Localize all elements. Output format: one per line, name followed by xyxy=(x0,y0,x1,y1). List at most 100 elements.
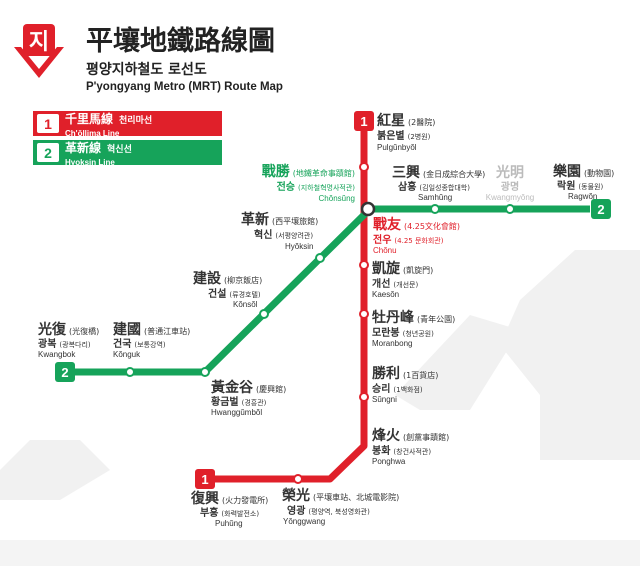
line-2-end-badge-left: 2 xyxy=(55,362,75,382)
station-dot-moranbong[interactable] xyxy=(359,309,369,319)
svg-text:Kwangmyŏng: Kwangmyŏng xyxy=(486,193,534,202)
svg-text:모란봉(청년공원): 모란봉(청년공원) xyxy=(372,327,434,339)
svg-text:樂園(動物園): 樂園(動物園) xyxy=(552,163,614,180)
svg-text:戰勝(地鐵革命事蹟館): 戰勝(地鐵革命事蹟館) xyxy=(262,163,355,180)
legend-line-2-hanja: 革新線 xyxy=(65,140,102,155)
station-dot-konguk[interactable] xyxy=(125,367,135,377)
station-label-jonsung: 戰勝(地鐵革命事蹟館) 전승(지하철혁명사적관) Chŏnsŭng xyxy=(262,163,356,203)
svg-text:Hyŏksin: Hyŏksin xyxy=(285,242,313,251)
svg-text:Samhŭng: Samhŭng xyxy=(418,193,452,202)
station-label-sungni: 勝利(1百貨店) 승리(1백화점) Sŭngni xyxy=(372,365,438,404)
bg-footer-band xyxy=(0,540,640,566)
svg-text:三興(金日成綜合大學): 三興(金日成綜合大學) xyxy=(392,165,485,181)
svg-text:황금벌(경흥관): 황금벌(경흥관) xyxy=(211,395,267,408)
station-label-ragwon: 樂園(動物園) 락원(동물원) Ragwŏn xyxy=(552,163,614,201)
station-label-puhung: 復興(火力發電所) 부흥(화력발전소) Puhŭng xyxy=(190,490,268,528)
svg-text:부흥(화력발전소): 부흥(화력발전소) xyxy=(200,506,259,519)
bg-shape-4 xyxy=(0,440,110,500)
svg-text:建國(普通江車站): 建國(普通江車站) xyxy=(113,321,190,338)
svg-text:1: 1 xyxy=(201,472,208,487)
svg-text:2: 2 xyxy=(61,365,68,380)
svg-text:락원(동물원): 락원(동물원) xyxy=(557,179,603,192)
svg-text:黃金谷(慶興館): 黃金谷(慶興館) xyxy=(210,379,286,396)
station-label-hwanggumbol: 黃金谷(慶興館) 황금벌(경흥관) Hwanggŭmbŏl xyxy=(210,379,286,417)
svg-text:Chŏnsŭng: Chŏnsŭng xyxy=(319,194,355,203)
station-label-jonu: 戰友(4.25文化會館) 전우(4.25 문화회관) Chŏnu xyxy=(373,216,460,255)
station-label-konsol: 建設(柳京飯店) 건설(류경호텔) Kŏnsŏl xyxy=(193,270,262,309)
svg-text:Sŭngni: Sŭngni xyxy=(372,395,397,404)
station-dot-hwanggumbol[interactable] xyxy=(200,367,210,377)
legend-line-2-korean: 혁신선 xyxy=(107,144,132,155)
subtitle-korean: 평양지하철도 로선도 xyxy=(86,61,207,78)
station-dot-hyoksin[interactable] xyxy=(315,253,325,263)
station-dot-hongsong[interactable] xyxy=(359,162,369,172)
svg-text:Kwangbok: Kwangbok xyxy=(38,350,76,359)
logo-glyph: 지 xyxy=(29,30,49,55)
svg-text:Kaesŏn: Kaesŏn xyxy=(372,290,399,299)
svg-text:광명: 광명 xyxy=(501,180,519,193)
svg-text:승리(1백화점): 승리(1백화점) xyxy=(372,382,423,395)
station-dot-yonggwang[interactable] xyxy=(293,474,303,484)
svg-text:개선(개선문): 개선(개선문) xyxy=(372,277,418,290)
svg-text:영광(평양역, 북성영화관): 영광(평양역, 북성영화관) xyxy=(287,504,370,517)
svg-text:전승(지하철혁명사적관): 전승(지하철혁명사적관) xyxy=(277,180,356,193)
svg-text:삼흥(김일성종합대학): 삼흥(김일성종합대학) xyxy=(398,180,470,193)
svg-text:Moranbong: Moranbong xyxy=(372,339,412,348)
svg-text:Chŏnu: Chŏnu xyxy=(373,246,397,255)
station-label-moranbong: 牡丹峰(青年公園) 모란봉(청년공원) Moranbong xyxy=(372,309,455,348)
svg-text:Pulgŭnbyŏl: Pulgŭnbyŏl xyxy=(377,143,417,152)
bg-shape-3 xyxy=(540,395,640,460)
subtitle-english: P'yongyang Metro (MRT) Route Map xyxy=(86,81,283,93)
metro-logo: 지 xyxy=(10,22,68,80)
svg-text:Kŏnsŏl: Kŏnsŏl xyxy=(233,300,258,309)
svg-text:Yŏnggwang: Yŏnggwang xyxy=(283,517,325,526)
svg-text:光復(光復橋): 光復(光復橋) xyxy=(37,321,99,338)
line-1-end-badge-bottom: 1 xyxy=(195,469,215,489)
line-1-end-badge-top: 1 xyxy=(354,111,374,131)
station-label-kwangbok: 光復(光復橋) 광복(광복다리) Kwangbok xyxy=(37,321,99,359)
svg-text:혁신(서평양려관): 혁신(서평양려관) xyxy=(254,228,313,241)
legend-line-1-hanja: 千里馬線 xyxy=(65,111,114,126)
svg-text:勝利(1百貨店): 勝利(1百貨店) xyxy=(372,365,438,382)
station-label-konguk: 建國(普通江車站) 건국(보통강역) Kŏnguk xyxy=(113,321,190,359)
station-dot-jonsung-jonu-interchange[interactable] xyxy=(360,201,376,217)
svg-text:戰友(4.25文化會館): 戰友(4.25文化會館) xyxy=(373,216,460,233)
svg-text:凱旋(凱旋門): 凱旋(凱旋門) xyxy=(372,260,433,277)
station-label-ponghwa: 烽火(創黨事蹟館) 봉화(창건사적관) Ponghwa xyxy=(372,427,449,466)
svg-text:Kŏnguk: Kŏnguk xyxy=(113,350,141,359)
svg-text:2: 2 xyxy=(597,202,604,217)
svg-text:建設(柳京飯店): 建設(柳京飯店) xyxy=(193,270,262,287)
station-label-yonggwang: 榮光(平壤車站、北城電影院) 영광(평양역, 북성영화관) Yŏnggwang xyxy=(282,487,399,526)
station-dot-kwangmyong[interactable] xyxy=(505,204,515,214)
line-2-end-badge-right: 2 xyxy=(591,199,611,219)
svg-text:건설(류경호텔): 건설(류경호텔) xyxy=(208,287,261,300)
svg-text:봉화(창건사적관): 봉화(창건사적관) xyxy=(372,445,431,457)
station-dot-sungni[interactable] xyxy=(359,392,369,402)
station-label-hyoksin: 革新(西平壤旅館) 혁신(서평양려관) Hyŏksin xyxy=(241,211,318,251)
bg-shape-2 xyxy=(500,250,640,395)
svg-text:烽火(創黨事蹟館): 烽火(創黨事蹟館) xyxy=(372,427,449,444)
svg-text:榮光(平壤車站、北城電影院): 榮光(平壤車站、北城電影院) xyxy=(282,487,399,504)
page-title: 平壤地鐵路線圖 xyxy=(86,25,275,57)
station-dot-samhung[interactable] xyxy=(430,204,440,214)
station-label-kaeson: 凱旋(凱旋門) 개선(개선문) Kaesŏn xyxy=(372,260,433,299)
legend-line-2-english: Hyoksin Line xyxy=(65,157,115,167)
svg-text:붉은별(2병원): 붉은별(2병원) xyxy=(377,129,431,142)
station-dot-konsol[interactable] xyxy=(259,309,269,319)
svg-text:牡丹峰(青年公園): 牡丹峰(青年公園) xyxy=(372,309,455,326)
line-1-chollima-path xyxy=(205,120,368,483)
station-label-kwangmyong: 光明 광명 Kwangmyŏng xyxy=(486,164,534,202)
svg-text:1: 1 xyxy=(360,114,367,129)
station-dot-kaeson[interactable] xyxy=(359,260,369,270)
logo-badge xyxy=(23,24,55,56)
svg-text:Ragwŏn: Ragwŏn xyxy=(568,192,597,201)
svg-text:Ponghwa: Ponghwa xyxy=(372,457,406,466)
legend-line-1-english: Ch'ŏllima Line xyxy=(65,128,120,138)
svg-text:건국(보통강역): 건국(보통강역) xyxy=(113,337,166,350)
legend-line-1-korean: 천리마선 xyxy=(119,115,153,126)
svg-text:광복(광복다리): 광복(광복다리) xyxy=(38,338,91,350)
station-label-hongsong: 紅星(2醫院) 붉은별(2병원) Pulgŭnbyŏl xyxy=(377,112,435,152)
